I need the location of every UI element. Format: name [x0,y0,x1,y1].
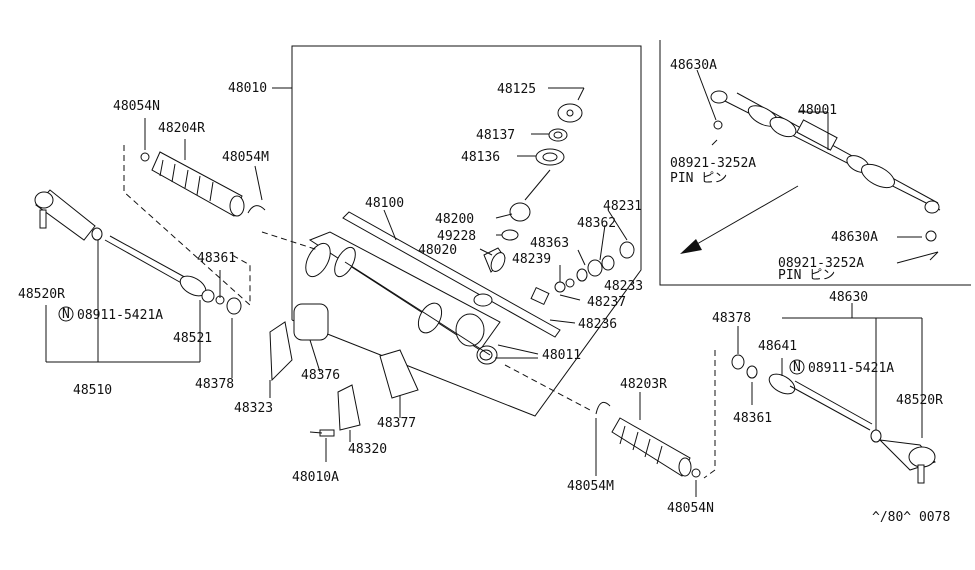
gear-housing [305,209,561,365]
right-tie-rod [731,303,936,484]
label-48236: 48236 [578,317,617,332]
label-48239: 48239 [512,252,551,267]
label-48125: 48125 [497,82,536,97]
label-48378-left: 48378 [195,377,234,392]
label-08911-right: 08911-5421A [808,361,894,376]
part-labels: 48010 48125 48137 48136 48054N 48204R 48… [18,58,950,525]
label-48630: 48630 [829,290,868,305]
label-48231: 48231 [603,199,642,214]
label-48362: 48362 [577,216,616,231]
label-48641: 48641 [758,339,797,354]
label-48377: 48377 [377,416,416,431]
inset-steering-gear-illustration [680,69,941,264]
label-48204r: 48204R [158,121,205,136]
label-48054n-top: 48054N [113,99,160,114]
label-48520r-left: 48520R [18,287,65,302]
label-48010: 48010 [228,81,267,96]
label-48361-right: 48361 [733,411,772,426]
label-48510: 48510 [73,383,112,398]
label-pin-bottom: PIN ピン [778,268,835,283]
label-48520r-right: 48520R [896,393,943,408]
label-48521: 48521 [173,331,212,346]
label-48363: 48363 [530,236,569,251]
adjuster-parts [530,209,635,324]
inset-frame [659,40,971,286]
label-08911-left: 08911-5421A [77,308,163,323]
label-pin-top: PIN ピン [670,171,727,186]
circle-n-right: N [793,360,801,375]
mounting-parts [269,303,419,462]
footer-code: ^/80^ 0078 [872,510,950,525]
right-boot [504,350,716,497]
label-48320: 48320 [348,442,387,457]
label-48376: 48376 [301,368,340,383]
label-48378-right: 48378 [712,311,751,326]
label-49228: 49228 [437,229,476,244]
label-48054m-bottom: 48054M [567,479,614,494]
circle-n-icon-right [789,359,805,375]
label-48011: 48011 [542,348,581,363]
label-48361-left: 48361 [197,251,236,266]
label-48630a-bottom: 48630A [831,230,878,245]
label-48001: 48001 [798,103,837,118]
label-48100: 48100 [365,196,404,211]
left-tie-rod [34,145,251,378]
label-48010a: 48010A [292,470,339,485]
label-48136: 48136 [461,150,500,165]
label-48054m-top: 48054M [222,150,269,165]
label-48200: 48200 [435,212,474,227]
label-08921-top: 08921-3252A [670,156,756,171]
pinion-stack [479,87,585,272]
label-48203r: 48203R [620,377,667,392]
label-48323: 48323 [234,401,273,416]
circle-n-icon-left [58,306,74,322]
main-assembly-frame [272,45,642,417]
label-48054n-bottom: 48054N [667,501,714,516]
label-48237: 48237 [587,295,626,310]
label-48020: 48020 [418,243,457,258]
label-08921-bottom: 08921-3252A [778,256,864,271]
label-48137: 48137 [476,128,515,143]
label-48233: 48233 [604,279,643,294]
circle-n-left: N [62,307,70,322]
left-boot [140,118,319,251]
label-48630a-top: 48630A [670,58,717,73]
